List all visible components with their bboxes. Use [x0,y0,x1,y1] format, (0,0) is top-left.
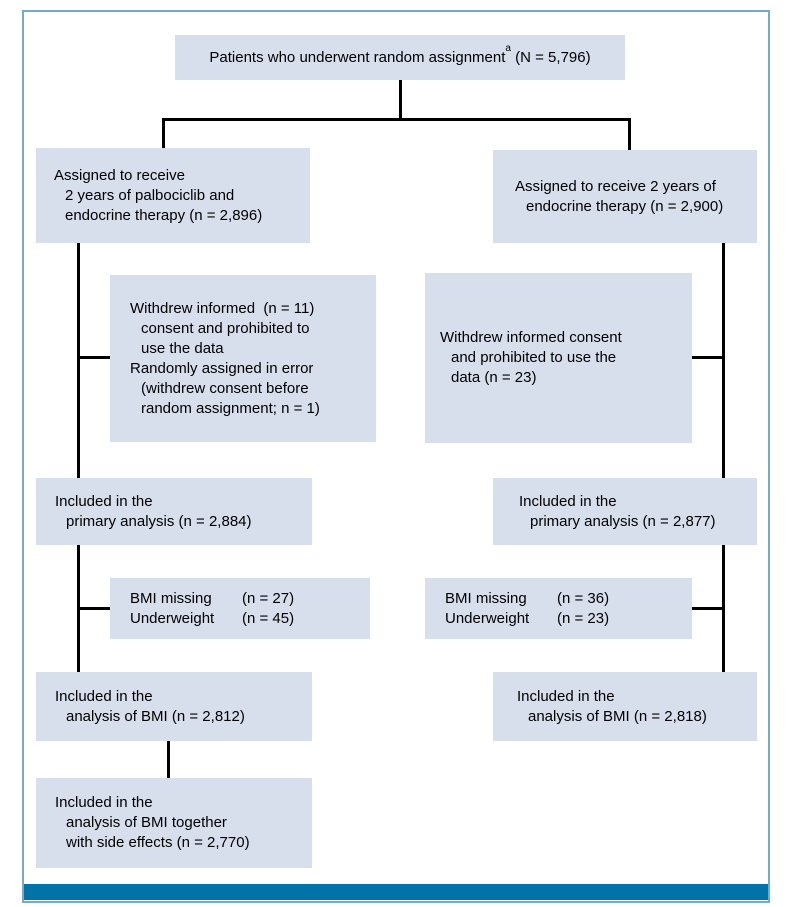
node-left-withdrew: Withdrew informed (n = 11) consent and p… [110,275,376,442]
node-line: and prohibited to use the [451,349,617,366]
row-value: (n = 23) [557,609,610,627]
node-assigned-endocrine: Assigned to receive 2 years of endocrine… [493,150,757,243]
node-line: Assigned to receive 2 years of [515,177,716,195]
node-assigned-palbociclib: Assigned to receive 2 years of palbocicl… [36,148,310,243]
connector-left-bmi-to-side-effects [167,740,170,778]
node-line: Included in the [517,687,615,705]
connector-right-withdrew-stub [691,356,725,359]
connector-right-branch-down [628,118,631,152]
row-label: BMI missing [445,589,527,607]
node-line: primary analysis (n = 2,884) [66,512,252,530]
row-value: (n = 27) [242,589,295,607]
connector-right-bmi-missing-stub [691,607,725,610]
row-label: BMI missing [130,589,212,607]
node-line: Included in the [55,794,153,811]
node-line: 2 years of palbociclib and [65,186,235,204]
node-random-assignment-text: Patients who underwent random assignment… [209,43,591,66]
node-random-assignment: Patients who underwent random assignment… [175,35,625,80]
node-right-primary-analysis: Included in the primary analysis (n = 2,… [493,478,757,545]
node-line: consent and prohibited to [141,319,310,337]
node-line: analysis of BMI together [66,814,227,831]
node-left-primary-analysis: Included in the primary analysis (n = 2,… [36,478,312,545]
connector-left-withdrew-stub [77,356,111,359]
footnote-marker-a: a [505,43,511,54]
node-left-bmi-analysis: Included in the analysis of BMI (n = 2,8… [36,672,312,741]
node-bmi-side-effects: Included in the analysis of BMI together… [36,778,312,868]
row-value: (n = 45) [242,609,295,627]
row-label: Underweight [130,609,215,627]
node-line: Included in the [55,492,153,510]
node-row: BMI missing (n = 36) [445,589,692,609]
connector-right-assigned-to-primary [722,243,725,478]
node-line: Included in the [55,687,153,705]
node-line: Assigned to receive [54,166,185,184]
bottom-accent-bar [24,884,768,900]
node-line: data (n = 23) [451,369,537,386]
connector-split-horizontal [162,118,631,121]
node-right-bmi-analysis: Included in the analysis of BMI (n = 2,8… [493,672,757,741]
node-line: use the data [141,339,224,357]
connector-left-assigned-to-primary [77,242,80,478]
row-label: Underweight [445,609,530,627]
node-row: Underweight (n = 45) [130,609,370,629]
node-line: endocrine therapy (n = 2,900) [526,197,724,215]
row-value: (n = 36) [557,589,610,607]
node-right-bmi-missing: BMI missing (n = 36) Underweight (n = 23… [425,578,692,639]
node-right-withdrew: Withdrew informed consent and prohibited… [425,273,692,443]
node-row: Underweight (n = 23) [445,609,692,629]
node-line: Included in the [519,492,617,510]
node-line: Withdrew informed consent [440,329,622,346]
connector-left-bmi-missing-stub [77,607,111,610]
node-line: Withdrew informed (n = 11) [130,299,315,317]
connector-left-branch-down [162,118,165,150]
node-row: BMI missing (n = 27) [130,589,370,609]
node-line: (withdrew consent before [141,379,309,397]
node-line: Randomly assigned in error [130,359,314,377]
node-line: analysis of BMI (n = 2,812) [66,707,245,725]
node-line: analysis of BMI (n = 2,818) [528,707,707,725]
figure-border [22,10,770,903]
node-line: primary analysis (n = 2,877) [530,512,716,530]
connector-root-down [399,80,402,121]
node-line: with side effects (n = 2,770) [66,834,250,851]
node-line: random assignment; n = 1) [141,399,320,417]
node-line: endocrine therapy (n = 2,896) [65,206,263,224]
node-left-bmi-missing: BMI missing (n = 27) Underweight (n = 45… [110,578,370,639]
